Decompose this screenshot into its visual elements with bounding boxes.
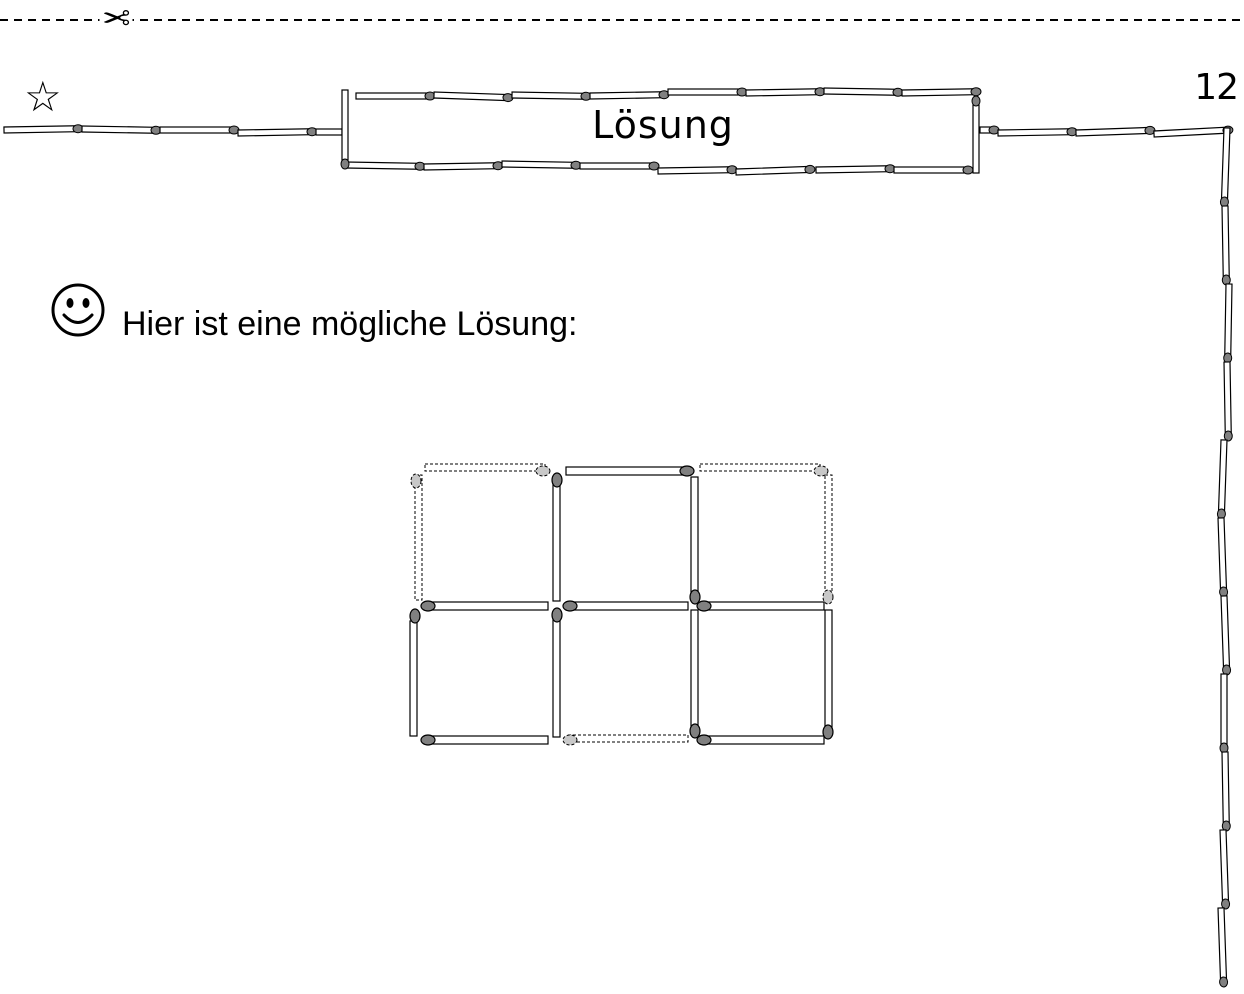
removed-match-heads (410, 465, 834, 746)
star-icon: ☆ (24, 72, 62, 121)
matchstick-puzzle-solution (409, 463, 834, 746)
match-heads (409, 465, 834, 746)
page-number: 12 (1194, 67, 1239, 108)
intro-line: Hier ist eine mögliche Lösung: (50, 276, 577, 344)
smiley-icon (51, 283, 105, 337)
page-title: Lösung (592, 103, 734, 147)
cut-line (0, 19, 1244, 21)
remaining-matches (409, 466, 833, 745)
intro-text: Hier ist eine mögliche Lösung: (122, 305, 578, 343)
